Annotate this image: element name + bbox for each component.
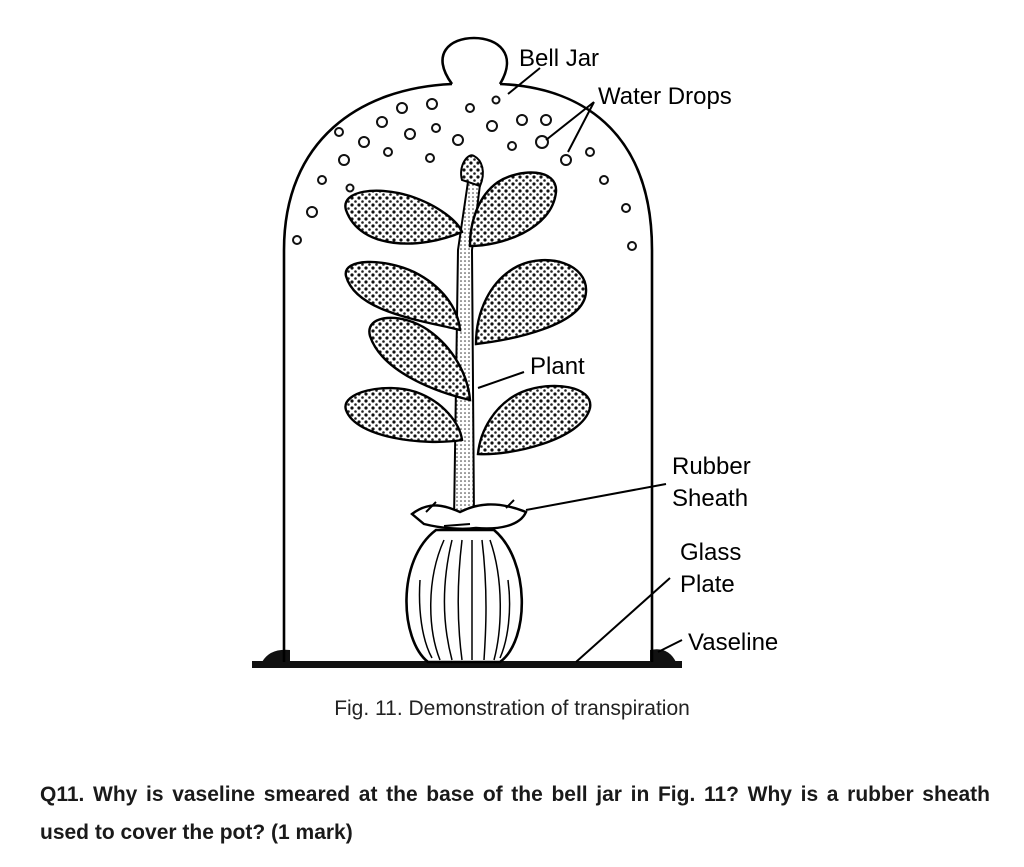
bell-jar [282,36,654,662]
label-plate: Plate [680,571,735,598]
label-plant: Plant [530,353,585,380]
label-water-drops: Water Drops [598,83,732,110]
pot [405,528,524,664]
label-bell-jar: Bell Jar [519,45,599,72]
glass-plate [252,661,682,668]
question-text: Q11. Why is vaseline smeared at the base… [40,783,990,844]
transpiration-diagram: Bell Jar Water Drops Plant Rubber Sheath… [252,36,778,668]
label-glass: Glass [680,539,741,566]
label-rubber: Rubber [672,453,751,480]
figure-caption: Fig. 11. Demonstration of transpiration [334,697,690,720]
leader-lines [477,67,683,663]
rubber-sheath [410,499,528,530]
water-drops [292,95,637,251]
plant-leaves [344,171,592,456]
label-sheath: Sheath [672,485,748,512]
label-vaseline: Vaseline [688,629,778,656]
